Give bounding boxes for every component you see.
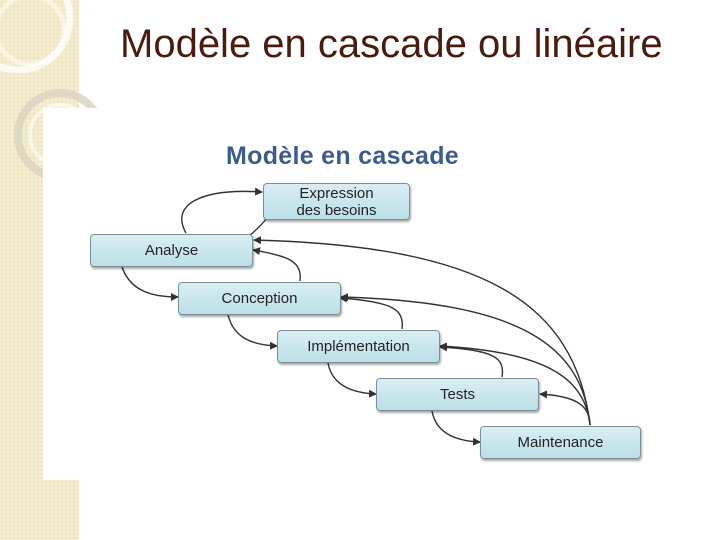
arrow-conception-to-analyse [252,247,301,282]
arrow-implementation-to-tests [327,362,377,398]
stage-analyse: Analyse [90,234,253,267]
slide-title: Modèle en cascade ou linéaire [120,22,663,66]
arrow-tests-to-maintenance [431,410,481,446]
stage-conception: Conception [178,282,341,315]
arrow-maintenance-to-analyse [253,236,591,426]
stage-tests: Tests [376,378,539,411]
stage-maintenance: Maintenance [480,426,641,459]
stage-label: Tests [439,386,475,403]
stage-label: Conception [221,290,298,307]
arrow-tests-to-implementation [439,343,504,378]
stage-label: Analyse [144,242,199,259]
arrow-implementation-to-conception [339,294,403,330]
arrow-maintenance-to-implementation [439,342,591,426]
diagram-title: Modèle en cascade [226,142,459,170]
diagram-panel [43,108,670,480]
arrow-maintenance-to-conception [340,293,591,426]
stage-label: Expression des besoins [296,184,377,219]
arrow-analyse-to-conception [121,266,179,301]
stage-implementation: Implémentation [277,330,440,363]
stage-expression-des-besoins: Expression des besoins [263,183,410,220]
stage-label: Maintenance [517,434,604,451]
stage-label: Implémentation [307,338,410,355]
arrow-conception-to-implementation [227,314,278,350]
arrow-analyse-to-expression [181,187,263,234]
